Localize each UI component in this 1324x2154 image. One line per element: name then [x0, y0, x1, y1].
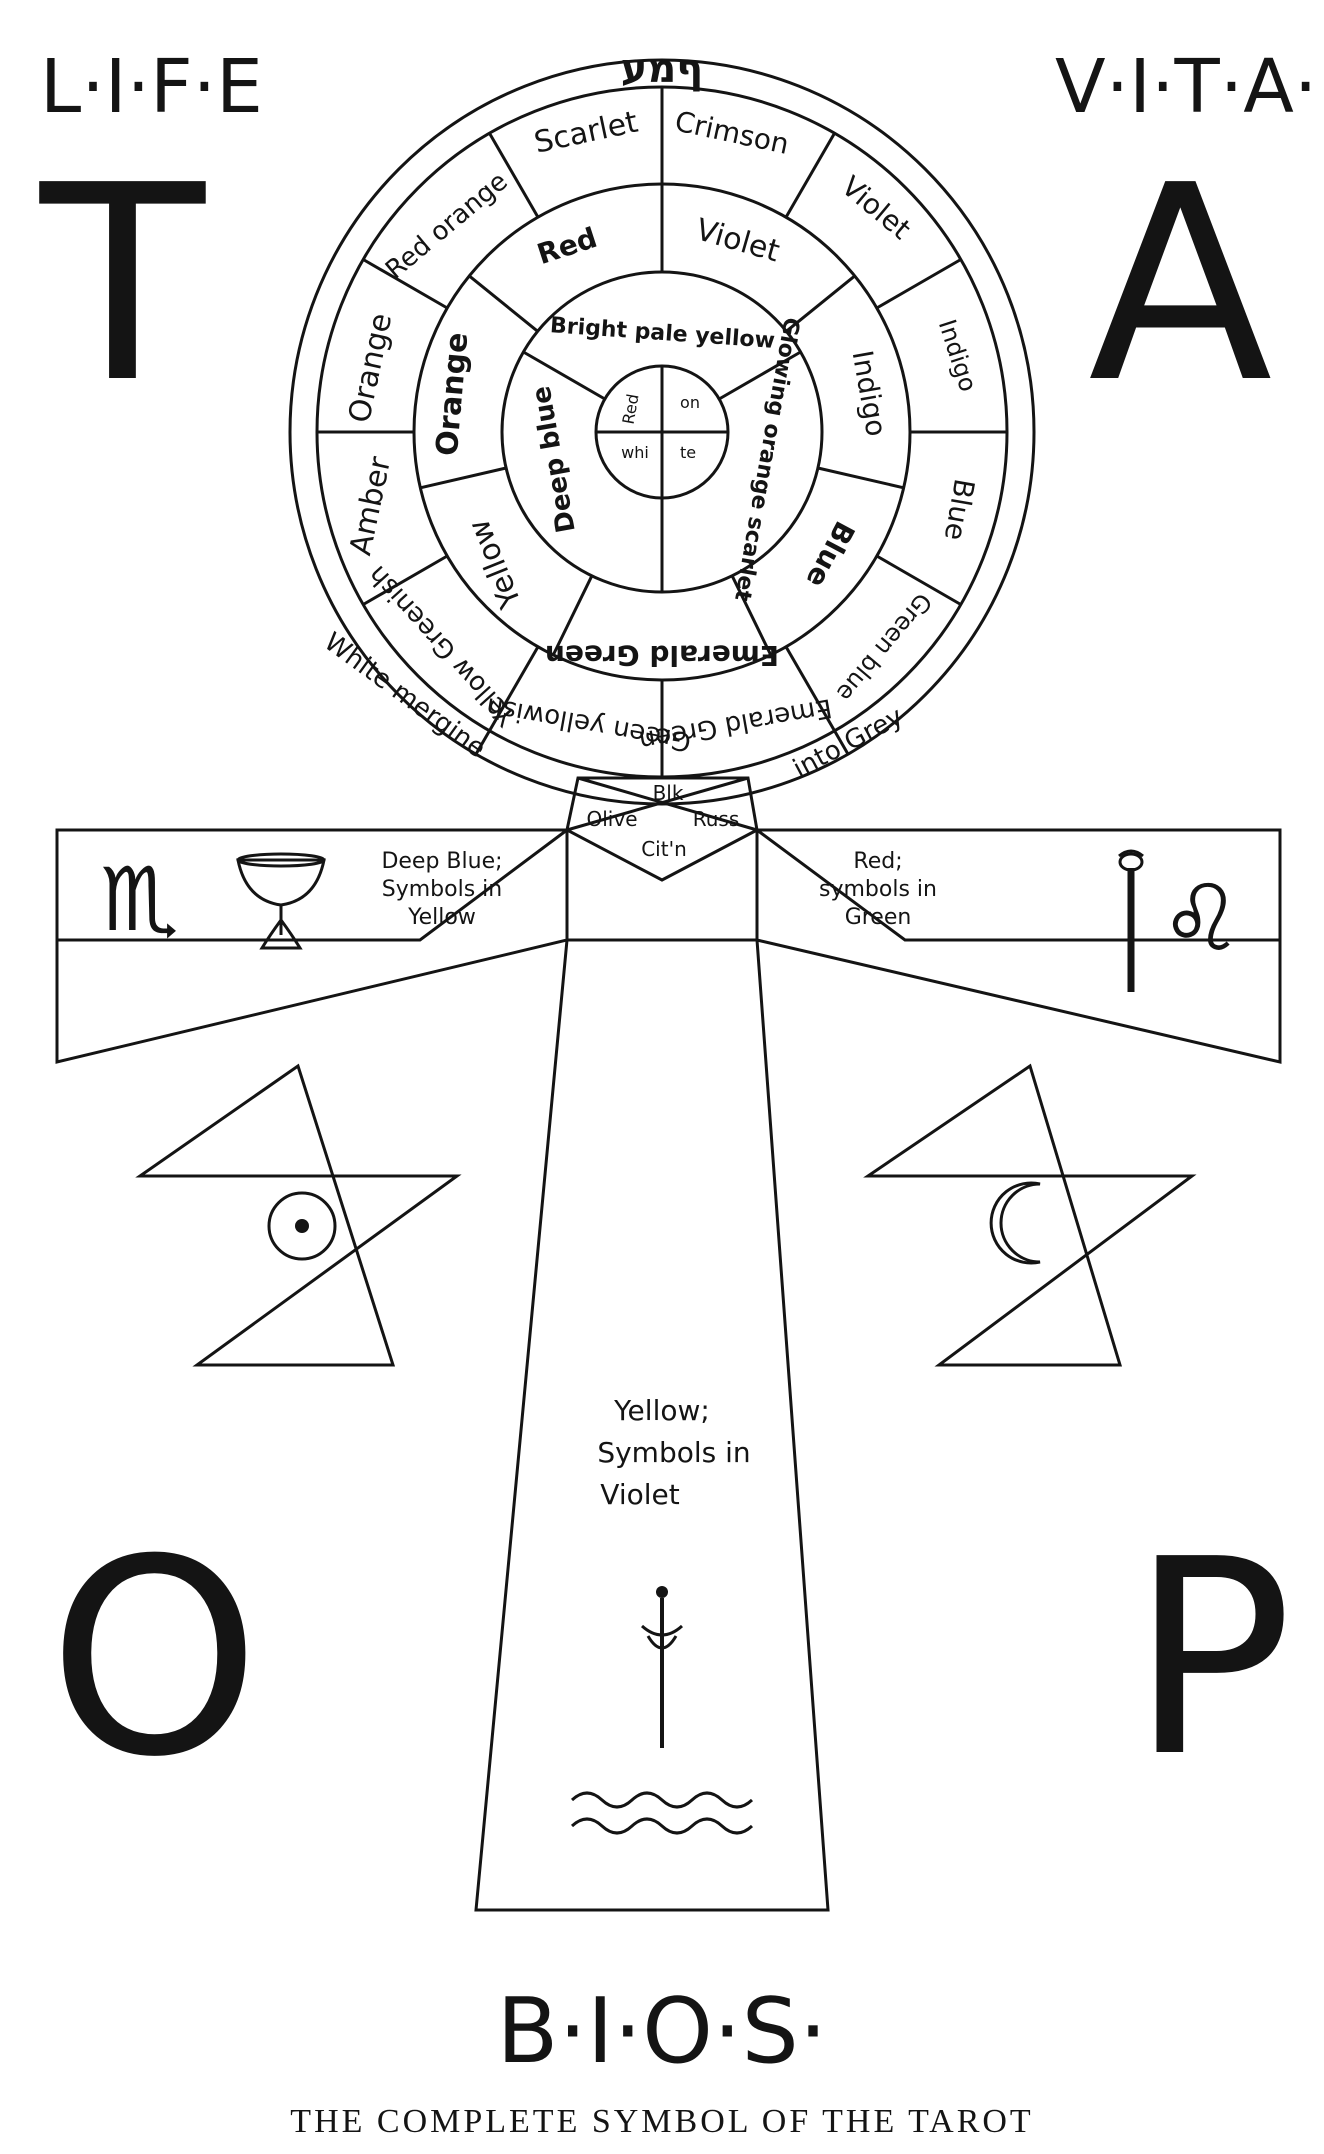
crossing-label-citn: Cit'n [641, 837, 687, 861]
right-arm-text-2: symbols in [819, 877, 937, 902]
wheel-rim [288, 58, 1036, 806]
life-word: L·I·F·E [40, 44, 263, 130]
right-pentagram [863, 1063, 1197, 1367]
crossing-label-blk: Blk [653, 781, 684, 805]
moon-icon [989, 1181, 1041, 1265]
middle-label-violet: Violet [692, 212, 784, 269]
middle-ring-divider [817, 466, 904, 490]
middle-label-red: Red [533, 221, 601, 271]
outer-ring-divider [784, 132, 836, 218]
left-pentagram-star [135, 1063, 462, 1367]
inner-label-deep-blue: Deep blue [526, 384, 581, 535]
crossing-lozenge [565, 776, 759, 882]
bios-word: B·I·O·S· [497, 1979, 828, 2084]
rim-divider [833, 730, 850, 755]
colour-wheel [288, 58, 1036, 806]
wheel-spokes [317, 87, 1007, 777]
outer-ring-divider [488, 646, 540, 732]
inner-label-bright-pale-yellow: Bright pale yellow [549, 313, 775, 354]
outer-ring-divider [876, 258, 962, 310]
middle-label-indigo: Indigo [846, 348, 894, 439]
inner-label-glowing-orange-scarlet: Glowing orange scarlet [729, 316, 804, 604]
vita-word: V·I·T·A· [1055, 44, 1317, 130]
outer-label-crimson: Crimson [672, 105, 792, 161]
middle-ring-divider [468, 274, 539, 333]
middle-label-blue: Blue [799, 516, 861, 593]
outer-label-scarlet: Scarlet [531, 105, 641, 161]
outer-ring-divider [876, 554, 962, 606]
outer-label-violet: Violet [835, 170, 917, 246]
left-arm-text-2: Symbols in [382, 877, 502, 902]
ankh-outline [55, 776, 1282, 1912]
middle-ring-divider [785, 274, 856, 333]
outer-label-green-blue: Green blue [831, 588, 937, 707]
left-arm-content: ♏ Deep Blue; Symbols in Yellow [100, 848, 503, 951]
outer-label-amber: Amber [343, 453, 398, 558]
left-arm-diagonal [57, 828, 568, 942]
right-arm-text-1: Red; [853, 849, 902, 874]
dagger-icon [640, 1586, 684, 1748]
outer-label-orange: Orange [342, 310, 399, 426]
center-label-on: on [680, 393, 700, 412]
outer-ring-divider [362, 554, 448, 606]
middle-ring-divider [551, 575, 594, 656]
shaft [474, 938, 830, 1912]
scorpio-sign: ♏ [100, 848, 179, 951]
crossing-label-russ: Russ [693, 807, 740, 831]
lower-band-white-mergine: White mergine [318, 627, 491, 764]
rim-divider [474, 730, 491, 755]
outer-label-indigo: Indigo [933, 316, 983, 395]
middle-label-emerald-green: Emerald Green [545, 639, 779, 672]
right-arm-content: Red; symbols in Green ♌ [819, 849, 1242, 992]
letter-a: A [1088, 127, 1274, 442]
middle-label-orange: Orange [430, 331, 476, 457]
letter-o: O [48, 1501, 261, 1816]
left-arm-text-3: Yellow [407, 905, 476, 930]
sun-icon [267, 1191, 337, 1261]
right-arm-text-3: Green [845, 905, 912, 930]
inner-ring-divider [718, 350, 802, 401]
left-pentagram [135, 1063, 462, 1367]
caption: THE COMPLETE SYMBOL OF THE TAROT [290, 2103, 1033, 2140]
shaft-text-1: Yellow; [613, 1394, 710, 1427]
left-arm-text-1: Deep Blue; [381, 849, 502, 874]
outer-label-blue: Blue [938, 476, 981, 543]
shaft-text-3: Violet [600, 1478, 679, 1511]
cup-icon [236, 852, 326, 950]
middle-ring-divider [730, 575, 773, 656]
center-label-te: te [680, 443, 696, 462]
outer-ring-divider [488, 132, 540, 218]
letter-t: T [36, 127, 209, 442]
top-hebrew-letters: ףמע [621, 46, 704, 92]
water-waves-icon [570, 1791, 754, 1835]
outer-label-red-orange: Red orange [380, 166, 514, 285]
right-arm-diagonal [756, 828, 1280, 942]
outer-ring-divider [362, 258, 448, 310]
letter-p: P [1130, 1501, 1293, 1816]
inner-ring-divider [522, 350, 606, 401]
middle-ring-divider [420, 466, 507, 490]
right-pentagram-star [863, 1063, 1197, 1367]
crossing-label-olive: Olive [587, 807, 638, 831]
shaft-content: Yellow; Symbols in Violet [570, 1394, 754, 1835]
center-label-red: Red [619, 392, 643, 425]
outer-ring-divider [784, 646, 836, 732]
leo-sign: ♌ [1160, 865, 1242, 972]
wand-icon [1118, 849, 1144, 992]
shaft-text-2: Symbols in [597, 1436, 750, 1469]
center-label-whi: whi [621, 443, 649, 462]
middle-label-yellow: Yellow [462, 514, 529, 614]
